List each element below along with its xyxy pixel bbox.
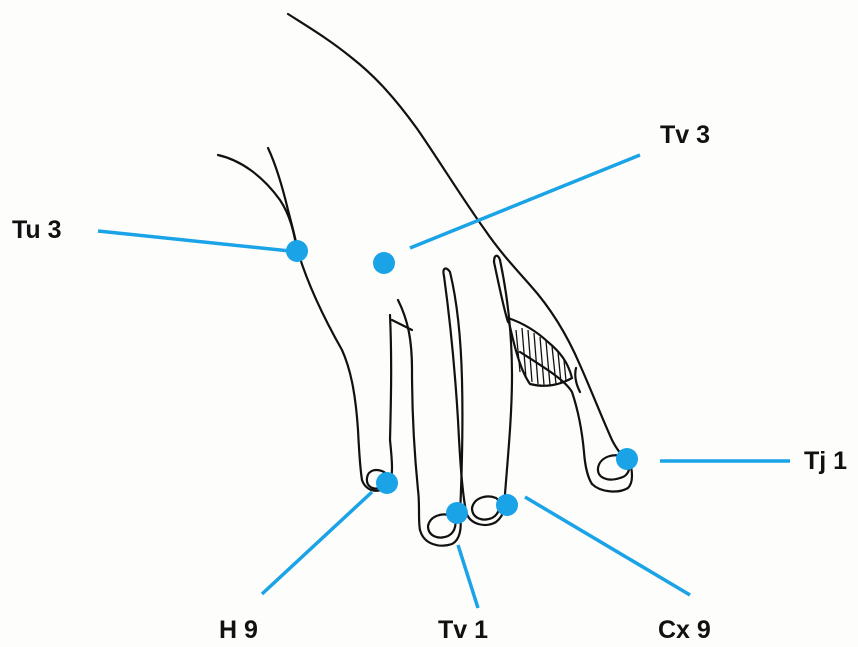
point-tj1 bbox=[616, 448, 638, 470]
point-tu3 bbox=[286, 240, 308, 262]
leader-tu3 bbox=[98, 231, 290, 251]
ring-finger-right bbox=[494, 256, 512, 494]
middle-knuckle-tick bbox=[392, 320, 412, 330]
label-h9: H 9 bbox=[219, 618, 258, 643]
label-tv1: Tv 1 bbox=[438, 618, 488, 643]
ring-nail bbox=[472, 496, 499, 519]
leader-cx9 bbox=[525, 497, 690, 595]
point-tv3 bbox=[373, 252, 395, 274]
label-tv3: Tv 3 bbox=[660, 123, 710, 148]
point-tv1 bbox=[446, 502, 468, 524]
middle-finger-left bbox=[398, 300, 420, 530]
label-tj1: Tj 1 bbox=[804, 449, 847, 474]
middle-finger-right bbox=[443, 269, 462, 515]
leader-lines bbox=[98, 155, 790, 608]
hand-drawing bbox=[218, 14, 632, 546]
knuckle-crease bbox=[575, 368, 580, 392]
index-finger-outer bbox=[298, 252, 362, 480]
point-h9 bbox=[376, 472, 398, 494]
label-cx9: Cx 9 bbox=[658, 618, 711, 643]
leader-tv1 bbox=[458, 545, 478, 608]
leader-h9 bbox=[262, 492, 372, 594]
point-cx9 bbox=[496, 494, 518, 516]
label-tu3: Tu 3 bbox=[12, 218, 62, 243]
forearm-upper-edge bbox=[288, 14, 630, 462]
index-finger-inner bbox=[390, 315, 391, 440]
